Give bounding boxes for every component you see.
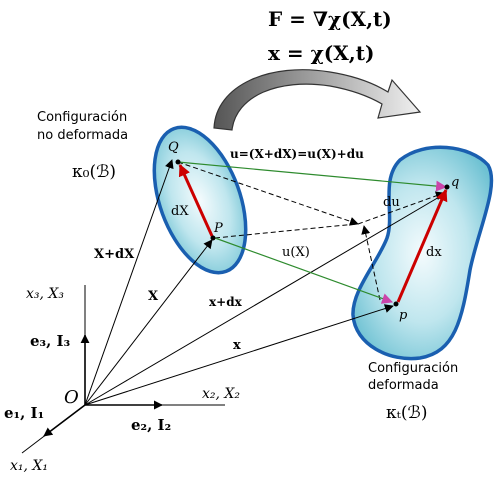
- label-vector-x: x: [233, 338, 241, 353]
- coordinate-axes: [21, 285, 225, 454]
- dashed-construction: [177, 161, 445, 301]
- displacement-u-X: [214, 237, 394, 304]
- deformed-body: [351, 145, 494, 361]
- spatial-element-dx: [396, 188, 448, 303]
- label-basis-1: e₁, I₁: [4, 404, 44, 422]
- label-u-relation: u=(X+dX)=u(X)+du: [230, 147, 364, 161]
- mapping-curved-arrow: [213, 69, 422, 131]
- point-Q-dot: [175, 159, 181, 165]
- basis-e1-arrow: [43, 404, 86, 437]
- label-Q: Q: [168, 140, 179, 155]
- undeformed-symbol: κ₀(ℬ): [72, 162, 116, 182]
- label-p: p: [399, 308, 408, 323]
- undeformed-caption-2: no deformada: [37, 128, 128, 143]
- label-vector-X-plus-dX: X+dX: [94, 247, 135, 262]
- dashed-vertical: [361, 225, 381, 301]
- label-axis-2: x₂, X₂: [202, 386, 240, 402]
- dashed-du: [357, 191, 445, 225]
- undeformed-body: [152, 125, 248, 275]
- equation-deformation-gradient: F = ∇χ(X,t): [268, 7, 392, 31]
- vector-X-plus-dX: [84, 159, 174, 406]
- displacement-u-X-plus-dX: [177, 161, 448, 192]
- vector-X: [84, 239, 213, 406]
- label-dx: dx: [426, 245, 442, 260]
- vector-x: [84, 304, 394, 406]
- label-vector-X: X: [148, 289, 159, 304]
- undeformed-caption-1: Configuración: [37, 110, 127, 125]
- label-origin: O: [64, 387, 79, 408]
- point-p-dot: [393, 301, 399, 307]
- deformed-symbol: κₜ(ℬ): [386, 403, 427, 423]
- label-axis-1: x₁, X₁: [10, 458, 48, 474]
- point-P-dot: [210, 235, 216, 241]
- label-dX: dX: [171, 204, 189, 219]
- label-q: q: [451, 175, 459, 190]
- label-basis-3: e₃, I₃: [30, 332, 70, 350]
- label-axis-3: x₃, X₃: [26, 286, 64, 302]
- equation-motion: x = χ(X,t): [268, 41, 374, 65]
- deformed-caption-2: deformada: [368, 378, 439, 393]
- deformed-caption-1: Configuración: [368, 361, 458, 376]
- vector-x-plus-dx: [84, 192, 447, 406]
- displacement-vectors: [177, 161, 448, 304]
- label-vector-x-plus-dx: x+dx: [209, 295, 243, 309]
- label-uX: u(X): [282, 245, 310, 260]
- label-du: du: [383, 195, 400, 210]
- position-vectors: [84, 159, 447, 406]
- point-q-dot: [444, 184, 450, 190]
- material-element-dX: [178, 163, 214, 237]
- label-P: P: [213, 221, 223, 236]
- label-basis-2: e₂, I₂: [131, 416, 171, 434]
